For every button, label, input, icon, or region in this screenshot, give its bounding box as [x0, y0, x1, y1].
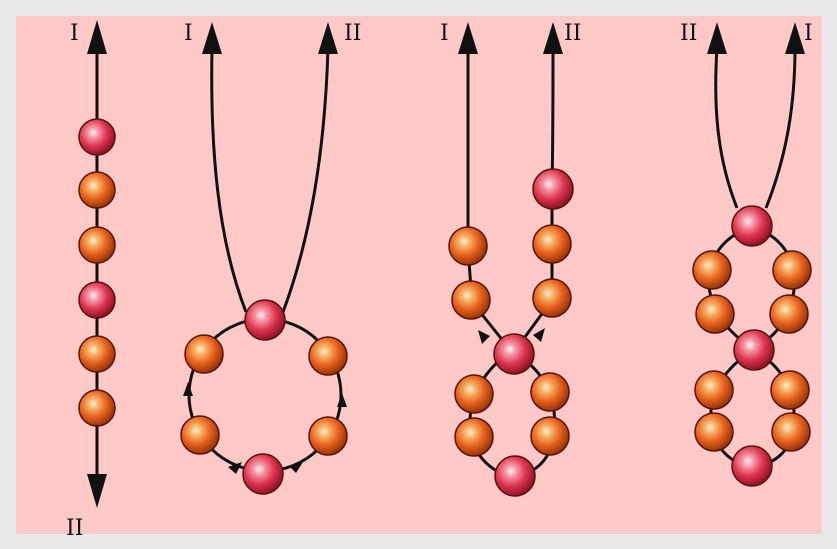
strand-label-bottom: II — [66, 516, 83, 541]
direction-arrow — [289, 462, 303, 473]
pink-panel — [16, 16, 822, 534]
bead — [78, 118, 116, 156]
strand-right — [281, 47, 330, 313]
strand-left — [210, 47, 248, 313]
strand-label-left: I — [184, 21, 193, 46]
bead — [493, 333, 535, 375]
bead — [770, 370, 810, 410]
figure-single-loop: I II — [180, 21, 361, 495]
arrow-right-head — [318, 22, 338, 54]
bead-group — [78, 118, 116, 427]
strand-label-right: II — [564, 21, 581, 46]
bead-group — [692, 205, 812, 487]
bead — [78, 171, 116, 209]
bead — [451, 280, 491, 320]
bead — [184, 334, 224, 374]
arrow-up-head — [87, 20, 107, 54]
bead — [242, 453, 284, 495]
bead — [771, 412, 811, 452]
arrow-right-head — [543, 22, 563, 54]
strand-label-right: I — [804, 21, 813, 46]
arrow-left-head — [202, 22, 222, 54]
bead — [694, 412, 734, 452]
bead — [532, 168, 574, 210]
figure-linear-chain: I II — [66, 20, 116, 541]
direction-arrow — [478, 330, 490, 344]
bead — [180, 415, 220, 455]
strand-label-left: II — [680, 21, 697, 46]
bead — [530, 416, 570, 456]
arrow-down-head — [87, 474, 107, 508]
bead — [532, 224, 572, 264]
strand-label-top: I — [70, 21, 79, 46]
strand-label-right: II — [344, 21, 361, 46]
bead — [244, 299, 286, 341]
arrow-right-head — [785, 22, 805, 54]
bead — [532, 278, 572, 318]
bead — [308, 336, 348, 376]
strand-right — [764, 47, 797, 209]
bead-group — [180, 299, 348, 495]
figure-loop-with-tails: I II — [440, 21, 581, 497]
direction-arrow — [183, 382, 193, 396]
bead — [78, 226, 116, 264]
bead-group — [448, 168, 574, 497]
arrow-left-head — [707, 22, 727, 54]
strand-label-left: I — [440, 21, 449, 46]
bead — [494, 455, 536, 497]
bead — [454, 417, 494, 457]
bead — [694, 370, 734, 410]
bead — [731, 205, 773, 247]
direction-arrow — [337, 393, 347, 407]
direction-arrow — [533, 328, 545, 342]
bead — [772, 250, 812, 290]
bead — [695, 294, 735, 334]
bead — [733, 329, 775, 371]
direction-arrow — [228, 462, 242, 474]
arrow-left-head — [458, 22, 478, 54]
bead — [692, 250, 732, 290]
bead — [731, 445, 773, 487]
bead — [78, 281, 116, 319]
bead — [78, 389, 116, 427]
bead — [769, 294, 809, 334]
bead — [78, 335, 116, 373]
bead — [448, 226, 488, 266]
bead — [454, 374, 494, 414]
strand-left — [714, 47, 739, 209]
bead — [530, 372, 570, 412]
figure-figure-eight: II I — [680, 21, 813, 487]
bead — [308, 416, 348, 456]
